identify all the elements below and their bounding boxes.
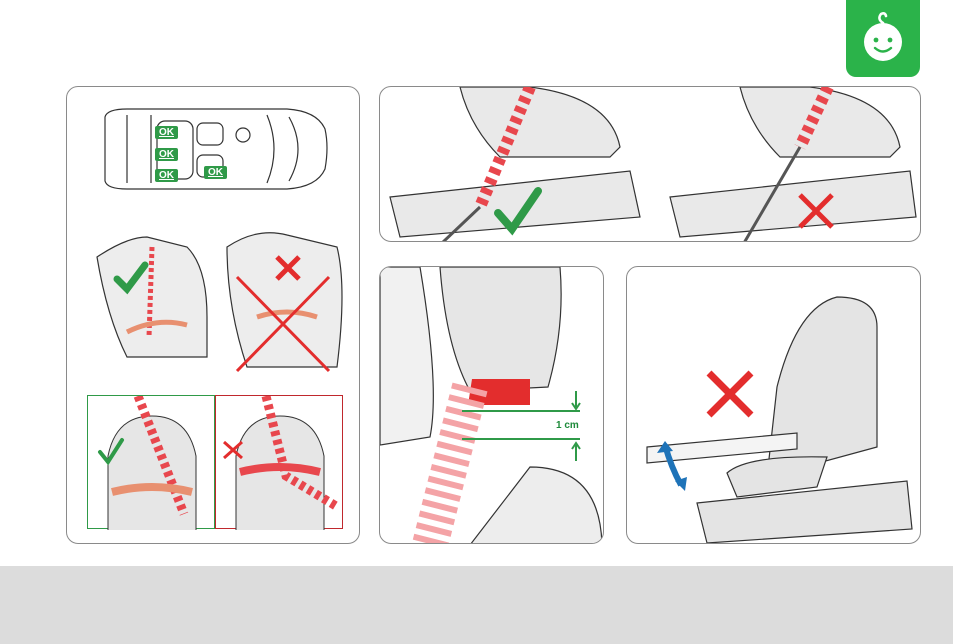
- cross-mark-icon: [709, 373, 751, 415]
- baby-badge: [846, 0, 920, 77]
- gap-measure-label: 1 cm: [556, 420, 579, 431]
- belt-fit-box-wrong: [215, 395, 343, 529]
- belt-fit-box-correct: [87, 395, 215, 529]
- baby-face-icon: [846, 0, 920, 77]
- belt-guide-panel: [379, 86, 921, 242]
- footer-band: [0, 566, 953, 644]
- left-panel: OK OK OK OK: [66, 86, 360, 544]
- gap-measure-panel: 1 cm: [379, 266, 604, 544]
- seat-height-panel: [626, 266, 921, 544]
